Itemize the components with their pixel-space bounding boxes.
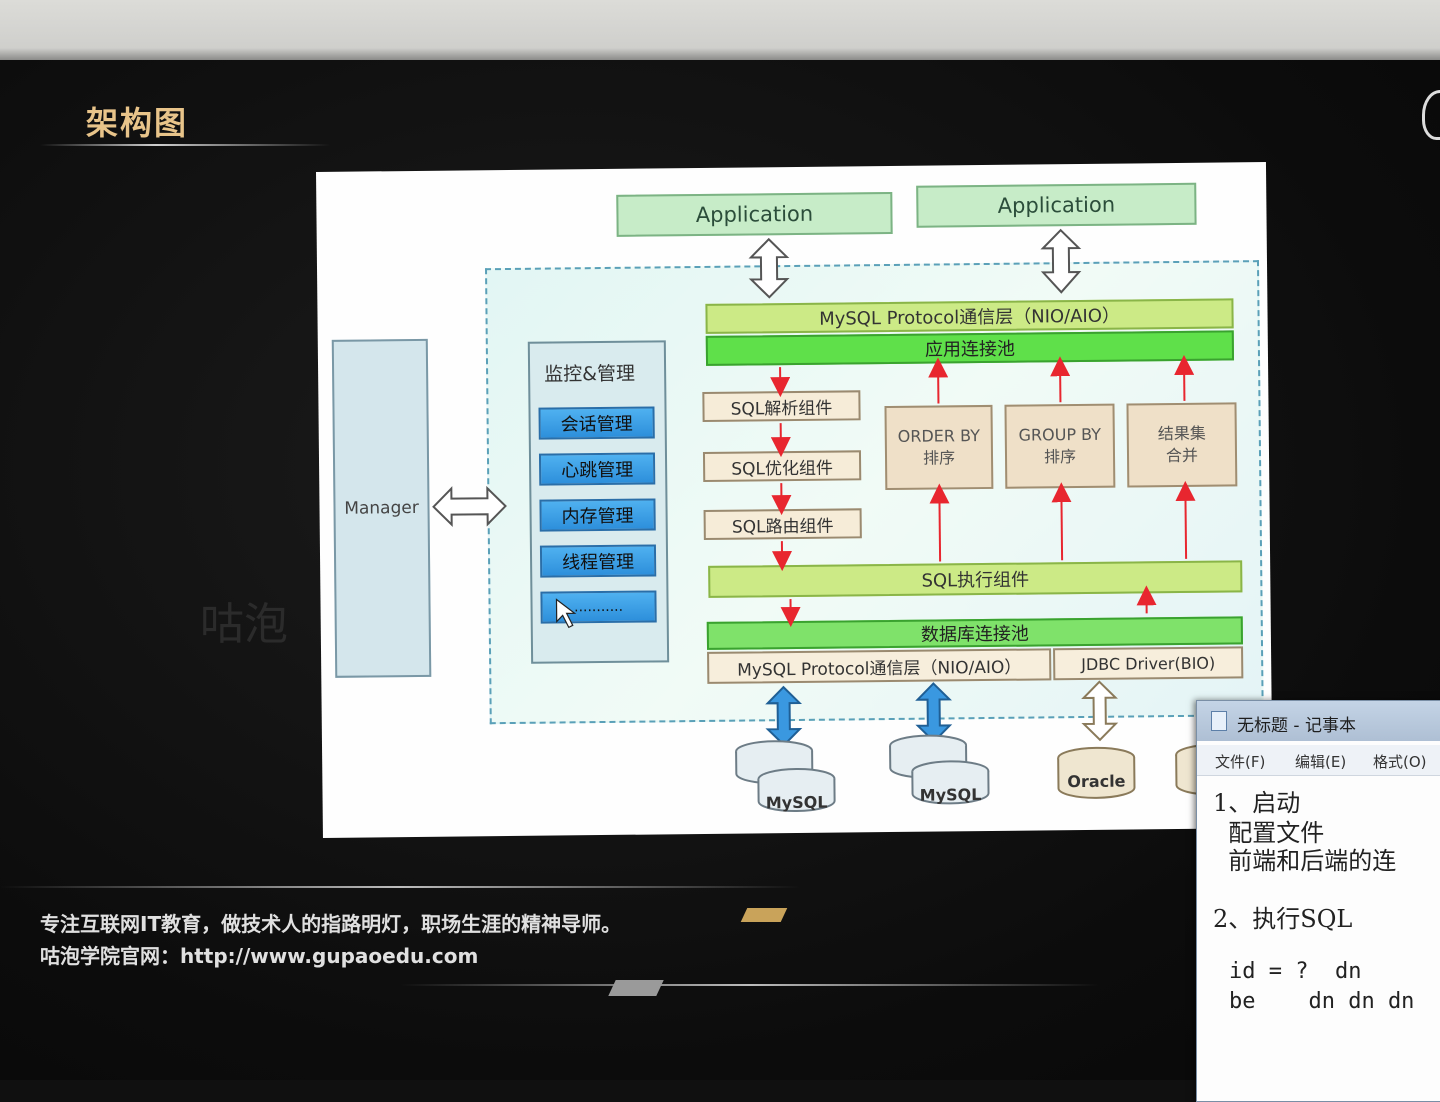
notepad-code-2[interactable]: be dn dn dn [1229,989,1414,1014]
grey-decoration [608,980,663,996]
db-label-mysql-1: MySQL [759,793,835,813]
oracle-db-arrow [1083,682,1116,740]
notepad-icon [1211,711,1227,731]
menu-format[interactable]: 格式(O) [1373,751,1427,772]
notepad-window[interactable]: 无标题 - 记事本 文件(F) 编辑(E) 格式(O) 1、启动 配置文件 前端… [1196,700,1440,1102]
title-underline [40,144,330,146]
footer-rule-top [0,886,800,888]
app-left-double-arrow [751,239,788,297]
footer-website: 咕泡学院官网：http://www.gupaoedu.com [40,940,478,969]
menu-file[interactable]: 文件(F) [1215,751,1265,772]
db-label-mysql-2: MySQL [912,785,988,805]
diagram-connectors [316,162,1273,838]
manager-double-arrow [433,488,505,525]
menu-edit[interactable]: 编辑(E) [1295,751,1346,772]
red-arrows [780,363,1187,617]
footer-slogan: 专注互联网IT教育，做技术人的指路明灯，职场生涯的精神导师。 [40,908,621,937]
db-label-oracle: Oracle [1058,771,1134,791]
notepad-line-3[interactable]: 前端和后端的连 [1213,841,1396,876]
slide-title: 架构图 [86,98,188,144]
app-right-double-arrow [1043,230,1080,292]
notepad-menubar: 文件(F) 编辑(E) 格式(O) [1197,745,1440,776]
slide-watermark: 咕泡 [200,588,288,652]
notepad-titlebar[interactable]: 无标题 - 记事本 [1197,701,1440,741]
mouse-cursor-icon [556,599,574,627]
notepad-code-1[interactable]: id = ? dn [1229,959,1361,984]
footer-rule-bottom [400,984,1100,986]
gold-decoration [741,908,788,922]
notepad-line-5[interactable]: 2、执行SQL [1213,899,1352,934]
architecture-diagram: Application Application Manager 监控&管理 会话… [316,162,1273,838]
notepad-title: 无标题 - 记事本 [1237,711,1356,736]
